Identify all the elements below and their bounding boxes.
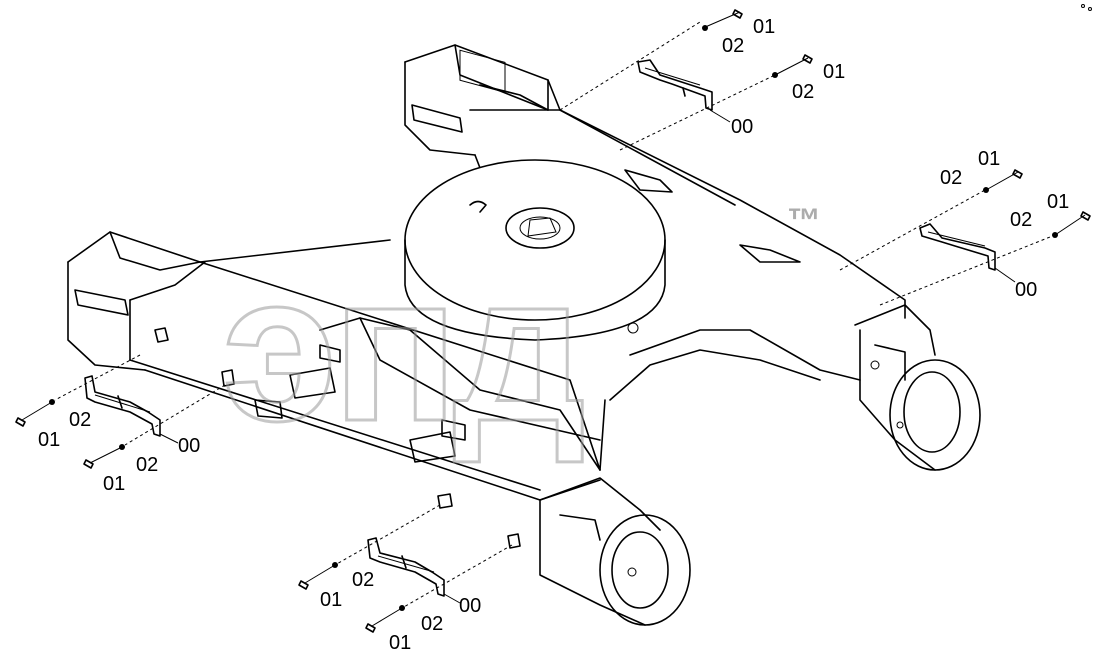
callout-label: 01 (753, 16, 775, 38)
bolt-01-icon (298, 580, 309, 590)
bolt-01-icon (83, 459, 94, 469)
washer-02-icon (399, 605, 405, 611)
bolt-01-icon (732, 9, 743, 19)
bolt-01-icon (1080, 211, 1091, 221)
washer-02-icon (772, 72, 778, 78)
callout-label: 02 (940, 167, 962, 189)
bolt-01-icon (802, 54, 813, 64)
callout-label: 00 (178, 435, 200, 457)
callout-label: 01 (978, 148, 1000, 170)
callout-label: 01 (38, 429, 60, 451)
trademark-symbol: ™ (787, 202, 821, 240)
callout-label: 02 (722, 35, 744, 57)
callout-label: 00 (1015, 279, 1037, 301)
callout-label: 00 (731, 116, 753, 138)
callout-label: 02 (352, 569, 374, 591)
watermark: эпд ™ (221, 202, 822, 467)
bolt-01-icon (15, 417, 26, 427)
callout-label: 01 (103, 473, 125, 495)
bolt-01-icon (1012, 169, 1023, 179)
washer-02-icon (983, 187, 989, 193)
callout-label: 01 (389, 632, 411, 654)
guard-bracket-assemblies (15, 9, 1091, 633)
washer-02-icon (702, 25, 708, 31)
callout-label: 01 (1047, 191, 1069, 213)
callout-label: 01 (823, 61, 845, 83)
washer-02-icon (1052, 232, 1058, 238)
callout-label: 00 (459, 595, 481, 617)
washer-02-icon (49, 399, 55, 405)
watermark-logo: эпд (222, 230, 583, 465)
washer-02-icon (119, 444, 125, 450)
track-frame (67, 44, 981, 626)
washer-02-icon (332, 562, 338, 568)
callout-label: 01 (320, 589, 342, 611)
callout-label: 02 (792, 81, 814, 103)
callout-label: 02 (69, 409, 91, 431)
callout-label: 02 (1010, 209, 1032, 231)
part-callouts: 01 02 01 02 00 01 02 01 02 00 02 01 00 02 01 02 01 00 02 01 (38, 16, 1069, 654)
corner-mark (1081, 4, 1092, 11)
bolt-01-icon (365, 623, 376, 633)
callout-label: 02 (421, 613, 443, 635)
callout-label: 02 (136, 454, 158, 476)
